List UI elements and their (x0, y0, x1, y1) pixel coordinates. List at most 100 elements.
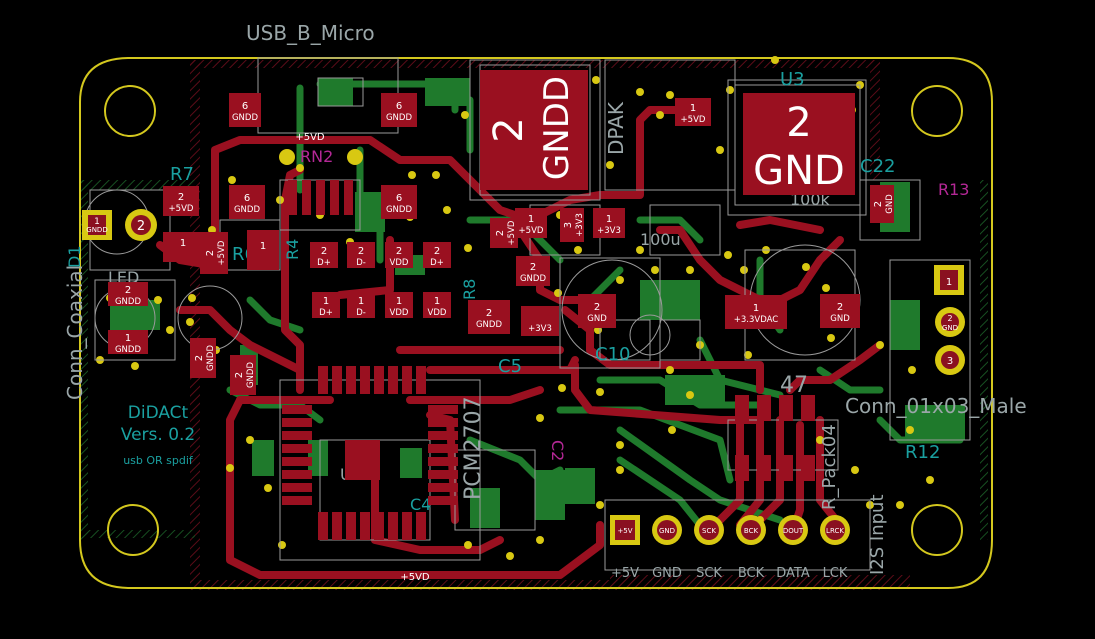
i2s-pin-label: +5V (611, 566, 639, 581)
ic-pin (282, 431, 312, 440)
rpack-pad (801, 455, 815, 481)
pad-net: VDD (390, 308, 409, 318)
board-outline (79, 57, 993, 589)
pad-p-dp-1: 1D+ (312, 292, 340, 318)
i2s-pad-core (783, 520, 803, 540)
pad-net: +5VD (217, 240, 227, 265)
pad-net: GNDD (520, 274, 546, 284)
pad-net: +3V3 (597, 226, 621, 236)
pad-num: 2 (205, 250, 216, 256)
pad-net: +5VD (169, 204, 194, 214)
ic-pin (332, 512, 342, 540)
rpack-pad (735, 455, 749, 481)
pad-net: GND (830, 314, 850, 324)
pad-p-r6-2: 2+5VD (200, 232, 228, 274)
r8-label: R8 (460, 279, 479, 300)
i2s-pad-core (657, 520, 677, 540)
rpack-pad (735, 395, 749, 421)
ic-pin (428, 470, 458, 479)
pad-num: 2 (873, 201, 884, 207)
pad-num: 2 (178, 192, 184, 203)
pad-p-5vd-r7: 2+5VD (163, 186, 199, 216)
pad-net: +3.3VDAC (734, 315, 779, 325)
pad-num: 1 (358, 296, 364, 307)
j3-pad-1-num: 1 (946, 277, 952, 288)
i2s-pin-label: GND (652, 566, 682, 581)
j3-pad-3-num: 3 (947, 356, 953, 367)
pad-p-u2-3v3: +3V3 (521, 306, 559, 336)
coax-pad-1-net: GNDD (86, 226, 107, 234)
pad-num: 2 (358, 246, 364, 257)
coax-pad-2-num: 2 (137, 219, 145, 234)
big-pad-u2[interactable]: 2 GNDD (480, 70, 588, 190)
pad-net: +5VD (681, 115, 706, 125)
rpack-pad (757, 395, 771, 421)
rpack-pad (801, 395, 815, 421)
pad-num: 1 (434, 296, 440, 307)
pad-net: VDD (428, 308, 447, 318)
pad-net: GNDD (386, 205, 412, 215)
pad-num: 3 (563, 222, 574, 228)
i2s-pin-label: SCK (696, 566, 722, 581)
ic-pin (360, 512, 370, 540)
dpak-label: DPAK (604, 101, 628, 155)
r13-label: R13 (938, 180, 969, 199)
pad-net: +5VD (507, 220, 517, 245)
ic-pin (282, 496, 312, 505)
pad-net: GND (587, 314, 607, 324)
big-pad-u3-net: GND (753, 148, 845, 194)
i2s-pin-label: DATA (776, 566, 810, 581)
coax-label: Conn_Coaxial (63, 265, 87, 400)
zone-hatch (80, 60, 988, 590)
vias (96, 56, 952, 560)
ic-pin (428, 457, 458, 466)
ic-pin (374, 366, 384, 394)
pad-num: 1 (180, 238, 186, 249)
pad-p-dm-1: 1D- (347, 292, 375, 318)
board-title-block: DiDACt Vers. 0.2 usb OR spdif (121, 403, 195, 467)
pad-net: D- (356, 258, 366, 268)
pad-p-r7-1: 1 (163, 232, 203, 262)
d1-label: D1 (65, 246, 84, 269)
pad-num: 1 (528, 214, 534, 225)
i2s-label: I2S Input (867, 494, 888, 575)
i2s-pin-label: LCK (823, 566, 848, 581)
mounting-holes (104, 85, 963, 556)
big-pad-u2-net: GNDD (537, 76, 577, 180)
ic-pin (346, 512, 356, 540)
ic-pin (282, 405, 312, 414)
usb-pad (288, 180, 297, 215)
pad-net: GNDD (115, 345, 141, 355)
i2s-pad-core (699, 520, 719, 540)
ic-pin (282, 470, 312, 479)
pad-p-3v3-1: 1+3V3 (593, 208, 625, 238)
i2s-pin-label: BCK (738, 566, 765, 581)
pad-num: 1 (125, 333, 131, 344)
i2s-pad-net: SCK (702, 527, 716, 535)
pad-num: 2 (837, 302, 843, 313)
usb-connector-label: USB_B_Micro (246, 21, 375, 45)
ic-pin (282, 444, 312, 453)
pad-net: D+ (317, 258, 331, 268)
board-version: Vers. 0.2 (121, 425, 195, 445)
big-pad-u3[interactable]: 2 GND (743, 93, 855, 195)
ic-pin (402, 366, 412, 394)
ic-pin (374, 512, 384, 540)
ic-pin (428, 444, 458, 453)
ic-pin (318, 512, 328, 540)
pad-num: 2 (486, 308, 492, 319)
pad-num: 6 (396, 101, 402, 112)
conn3-label: Conn_01x03_Male (845, 394, 1027, 418)
